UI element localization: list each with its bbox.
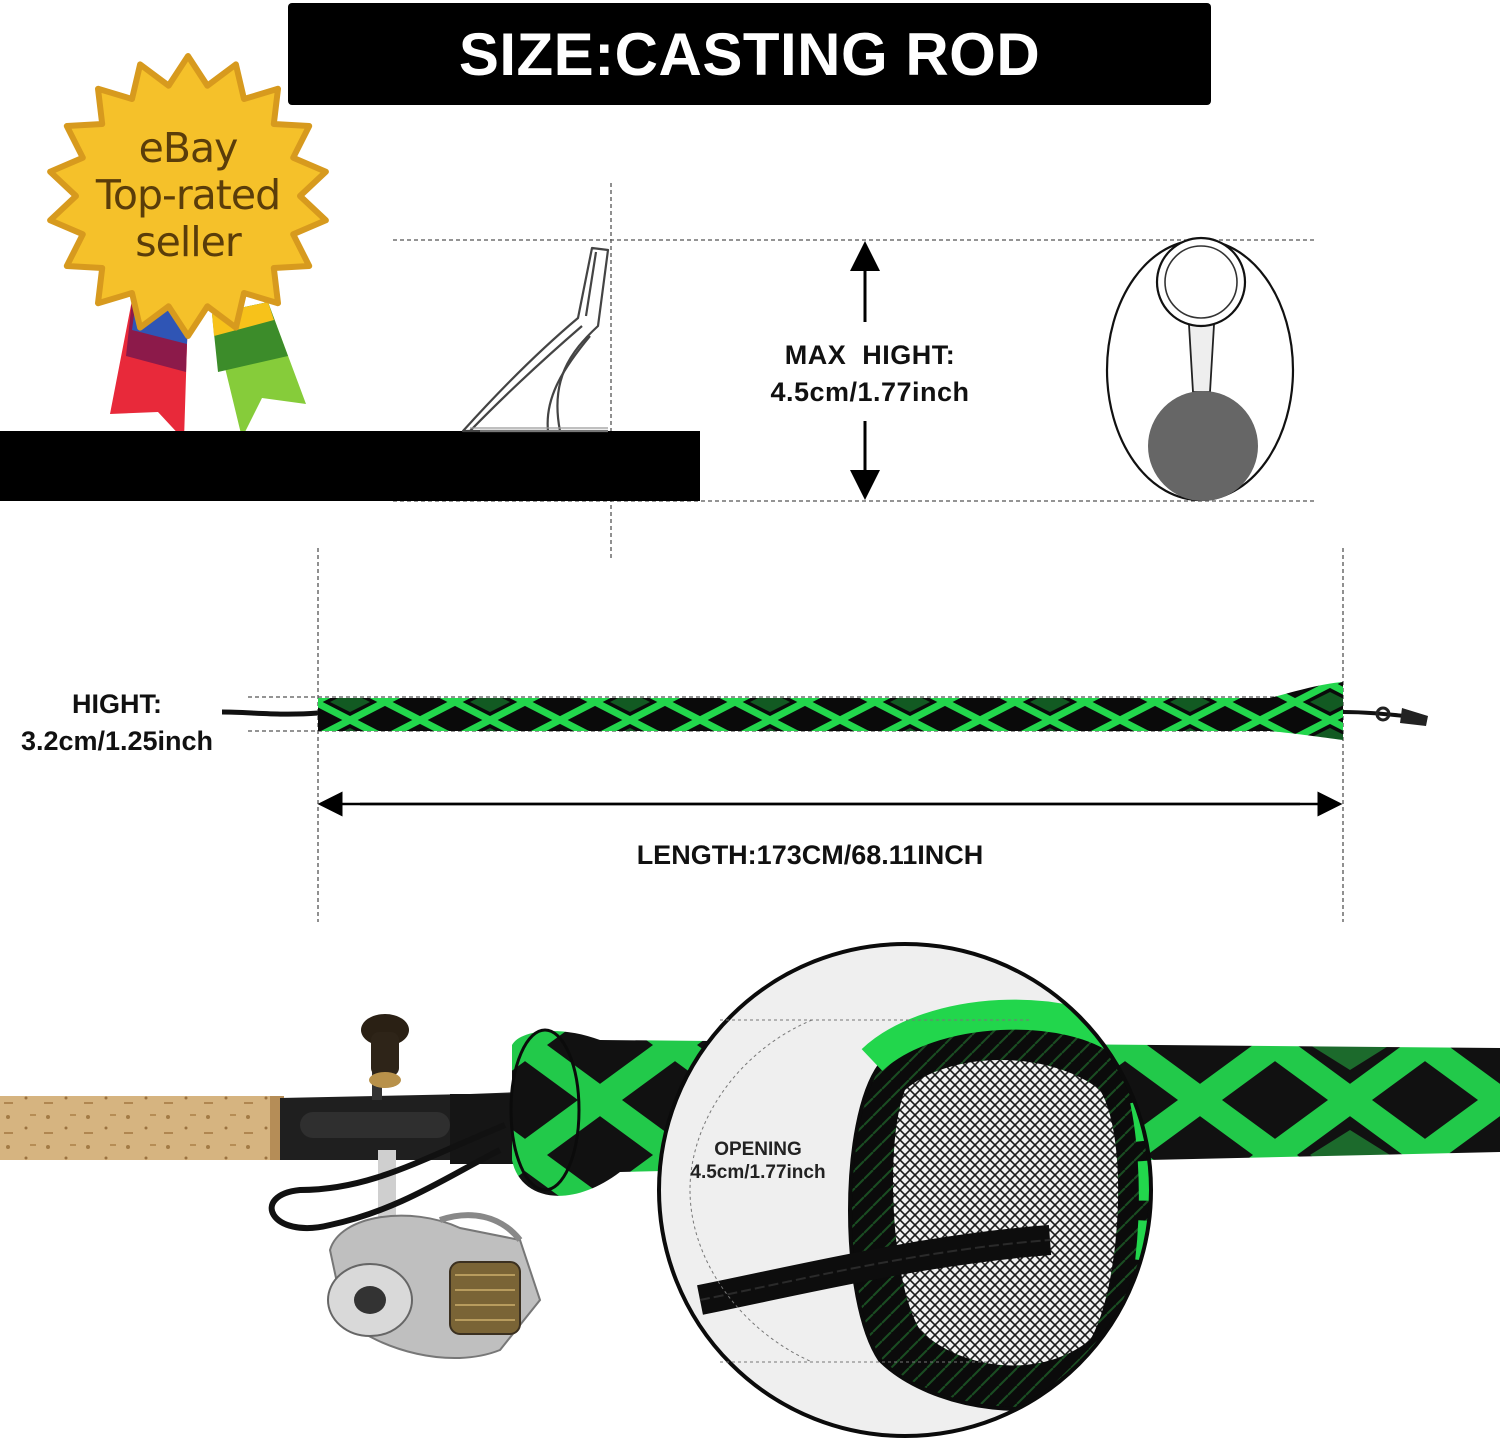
max-height-value: 4.5cm/1.77inch <box>770 377 970 407</box>
title-text: SIZE:CASTING ROD <box>458 20 1041 88</box>
title-banner: SIZE:CASTING ROD <box>288 3 1211 105</box>
sleeve-side-view <box>221 682 1428 740</box>
badge-line-3: seller <box>135 218 241 266</box>
badge-line-1: eBay <box>138 124 239 172</box>
opening-value: 4.5cm/1.77inch <box>690 1162 826 1183</box>
height-title: HIGHT: <box>72 689 162 719</box>
length-label: LENGTH:173CM/68.11INCH <box>636 840 984 870</box>
height-value: 3.2cm/1.25inch <box>20 726 214 756</box>
opening-title: OPENING <box>714 1139 802 1160</box>
badge-star <box>47 53 329 339</box>
badge-line-2: Top-rated <box>95 171 281 219</box>
opening-label: OPENING 4.5cm/1.77inch <box>668 1138 848 1184</box>
opening-zoom-circle <box>657 942 1153 1438</box>
max-height-title: MAX HIGHT: <box>784 340 956 370</box>
max-height-label: MAX HIGHT: 4.5cm/1.77inch <box>740 337 1000 411</box>
height-label: HIGHT: 3.2cm/1.25inch <box>2 686 232 760</box>
badge-text: eBay Top-rated seller <box>70 125 306 266</box>
